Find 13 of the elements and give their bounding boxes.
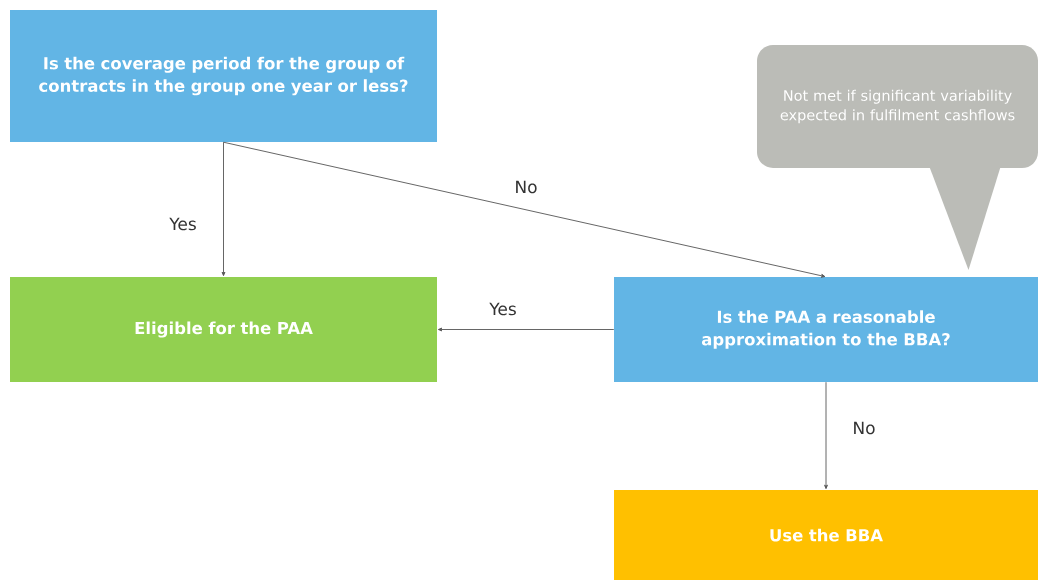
- arrow: [221, 141, 226, 277]
- arrow: [437, 327, 615, 332]
- arrow: [824, 381, 828, 490]
- edge-label: No: [850, 419, 878, 437]
- edge-label: No: [512, 178, 540, 196]
- question-box: Is the PAA a reasonable approximation to the BBA?: [614, 277, 1038, 382]
- edge-label: Yes: [167, 215, 199, 233]
- question-box: Is the coverage period for the group of contracts in the group one year or less?: [10, 10, 437, 142]
- result-box: Eligible for the PAA: [10, 277, 437, 382]
- callout-bubble: Not met if significant variability expected in fulfilment cashflows: [757, 45, 1038, 270]
- result-box: Use the BBA: [614, 490, 1038, 580]
- arrow: [223, 141, 826, 278]
- edge-label: Yes: [487, 300, 519, 318]
